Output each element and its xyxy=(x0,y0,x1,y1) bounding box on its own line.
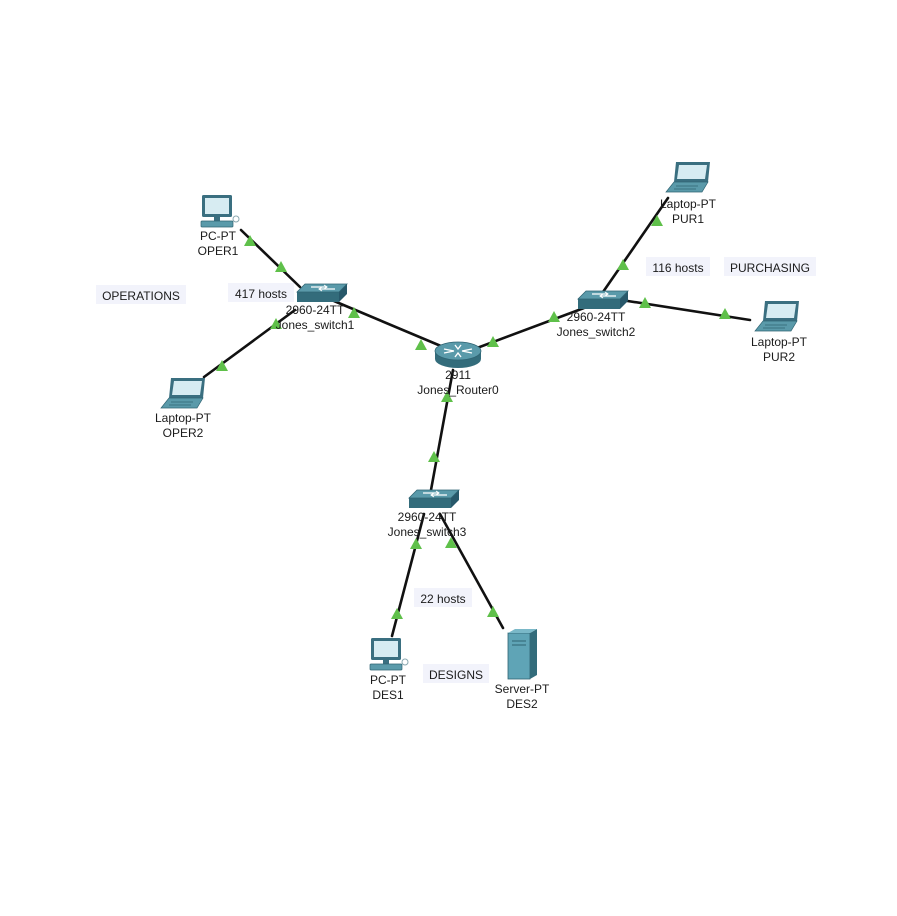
link-status-up-indicator xyxy=(216,360,228,371)
device-model-label: 2960-24TT xyxy=(567,310,626,324)
note-background xyxy=(96,285,186,304)
device-name-label: Jones_switch1 xyxy=(276,318,355,332)
note-purchasing-area[interactable]: PURCHASING xyxy=(724,257,816,276)
router-icon[interactable] xyxy=(434,341,482,368)
link-status-up-indicator xyxy=(275,261,287,272)
device-name-label: Jones_switch2 xyxy=(557,325,636,339)
link-router0-switch2[interactable] xyxy=(467,306,586,353)
laptop-icon[interactable] xyxy=(665,162,710,193)
device-name-label: PUR2 xyxy=(763,350,795,364)
note-background xyxy=(724,257,816,276)
link-status-up-indicator xyxy=(441,391,453,402)
device-model-label: Laptop-PT xyxy=(660,197,717,211)
note-text: PURCHASING xyxy=(730,261,810,275)
device-name-label: DES2 xyxy=(506,697,538,711)
device-name-label: OPER2 xyxy=(163,426,204,440)
link-status-up-indicator xyxy=(548,311,560,322)
device-name-label: DES1 xyxy=(372,688,404,702)
switch-icon[interactable] xyxy=(296,283,348,302)
device-name-label: OPER1 xyxy=(198,244,239,258)
device-model-label: Server-PT xyxy=(495,682,550,696)
note-designs-hosts[interactable]: 22 hosts xyxy=(414,588,472,607)
link-router0-switch3[interactable] xyxy=(429,368,455,492)
note-text: DESIGNS xyxy=(429,668,483,682)
link-status-up-indicator xyxy=(415,339,427,350)
device-name-label: Jones_Router0 xyxy=(417,383,499,397)
link-status-up-indicator xyxy=(391,608,403,619)
note-designs-area[interactable]: DESIGNS xyxy=(423,664,489,683)
note-text: 417 hosts xyxy=(235,287,287,301)
device-model-label: 2960-24TT xyxy=(286,303,345,317)
note-text: OPERATIONS xyxy=(102,289,180,303)
device-model-label: PC-PT xyxy=(200,229,237,243)
laptop-icon[interactable] xyxy=(754,301,799,332)
device-model-label: PC-PT xyxy=(370,673,407,687)
link-status-up-indicator xyxy=(270,318,282,329)
laptop-icon[interactable] xyxy=(160,378,205,409)
link-status-up-indicator xyxy=(617,259,629,270)
device-model-label: Laptop-PT xyxy=(751,335,808,349)
note-purchasing-hosts[interactable]: 116 hosts xyxy=(646,257,710,276)
device-name-label: PUR1 xyxy=(672,212,704,226)
link-status-up-indicator xyxy=(487,606,499,617)
link-switch2-pur1[interactable] xyxy=(601,196,670,294)
device-model-label: 2960-24TT xyxy=(398,510,457,524)
note-background xyxy=(414,588,472,607)
note-operations-area[interactable]: OPERATIONS xyxy=(96,285,186,304)
link-status-up-indicator xyxy=(719,308,731,319)
link-status-up-indicator xyxy=(428,451,440,462)
switch-icon[interactable] xyxy=(408,489,460,508)
note-text: 22 hosts xyxy=(420,592,465,606)
switch-icon[interactable] xyxy=(577,290,629,309)
note-operations-hosts[interactable]: 417 hosts xyxy=(228,283,294,302)
pc-icon[interactable] xyxy=(200,195,240,228)
link-status-up-indicator xyxy=(445,537,457,548)
pc-icon[interactable] xyxy=(369,638,409,671)
device-model-label: 2911 xyxy=(445,368,471,382)
link-status-up-indicator xyxy=(639,297,651,308)
note-background xyxy=(646,257,710,276)
note-background xyxy=(228,283,294,302)
link-status-up-indicator xyxy=(651,215,663,226)
device-name-label: Jones_switch3 xyxy=(388,525,467,539)
link-status-up-indicator xyxy=(410,538,422,549)
link-status-up-indicator xyxy=(487,336,499,347)
link-status-up-indicator xyxy=(244,235,256,246)
link-status-up-indicator xyxy=(348,307,360,318)
note-text: 116 hosts xyxy=(652,261,703,275)
device-model-label: Laptop-PT xyxy=(155,411,212,425)
server-icon[interactable] xyxy=(507,629,537,680)
note-background xyxy=(423,664,489,683)
